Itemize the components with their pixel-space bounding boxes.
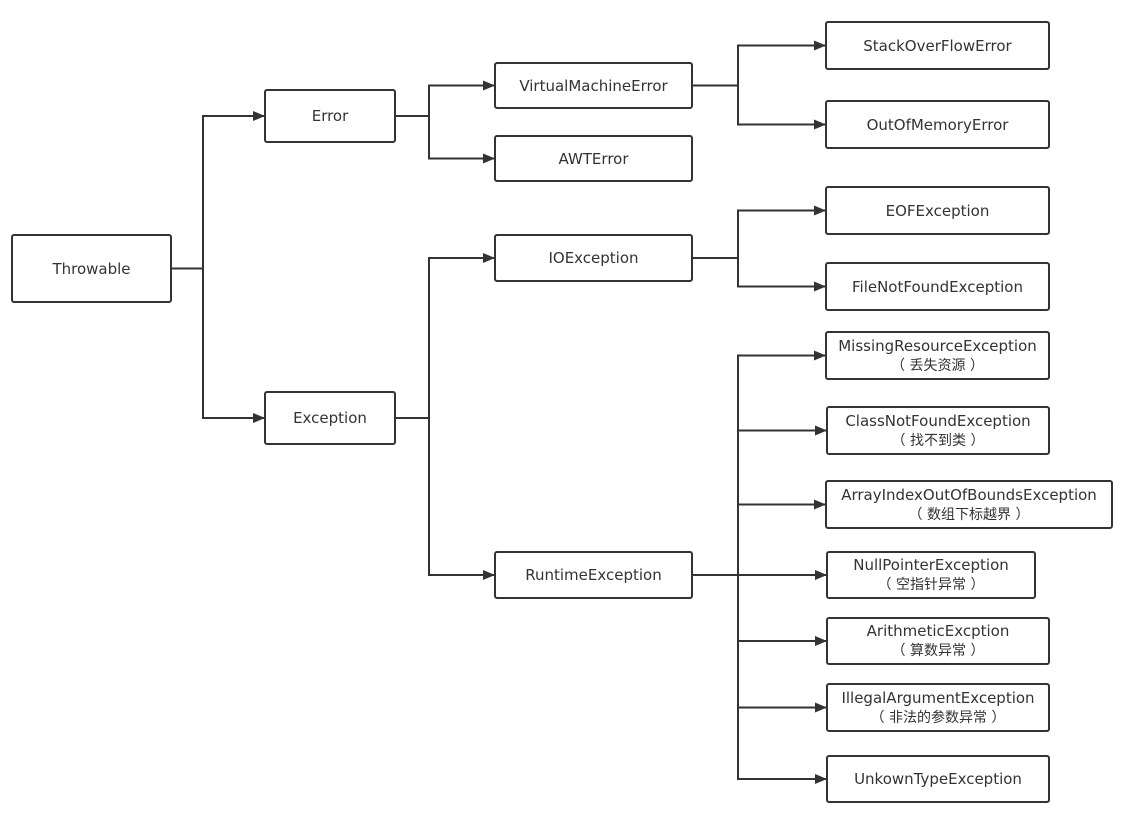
node-array-index-out-of-bounds-exception: ArrayIndexOutOfBoundsException （ 数组下标越界 … bbox=[825, 480, 1113, 529]
node-error: Error bbox=[264, 89, 396, 143]
connector-arrow bbox=[396, 417, 495, 580]
node-stack-overflow-error: StackOverFlowError bbox=[825, 21, 1050, 70]
node-exception: Exception bbox=[264, 391, 396, 445]
connector-arrow bbox=[172, 267, 265, 423]
connector-arrow bbox=[693, 574, 827, 784]
connector-arrow bbox=[693, 425, 827, 576]
node-missing-resource-exception: MissingResourceException （ 丢失资源 ） bbox=[825, 331, 1050, 380]
node-label: RuntimeException bbox=[525, 566, 662, 584]
node-runtime-exception: RuntimeException bbox=[494, 551, 693, 599]
node-note: （ 数组下标越界 ） bbox=[908, 506, 1030, 523]
node-label: IOException bbox=[548, 249, 639, 267]
node-label: ArrayIndexOutOfBoundsException bbox=[841, 485, 1097, 504]
connector-arrow bbox=[693, 84, 826, 130]
node-virtual-machine-error: VirtualMachineError bbox=[494, 62, 693, 109]
connector-arrow bbox=[693, 350, 826, 576]
node-label: Throwable bbox=[52, 259, 131, 278]
node-null-pointer-exception: NullPointerException （ 空指针异常 ） bbox=[826, 551, 1036, 599]
node-label: VirtualMachineError bbox=[519, 76, 668, 95]
node-label: UnkownTypeException bbox=[854, 770, 1022, 788]
connector-arrow bbox=[396, 115, 495, 164]
node-note: （ 找不到类 ） bbox=[891, 432, 985, 449]
node-throwable: Throwable bbox=[11, 234, 172, 303]
node-note: （ 丢失资源 ） bbox=[891, 357, 984, 374]
node-label: StackOverFlowError bbox=[863, 36, 1012, 55]
node-awt-error: AWTError bbox=[494, 135, 693, 182]
node-label: Error bbox=[311, 107, 349, 125]
node-illegal-argument-exception: IllegalArgumentException （ 非法的参数异常 ） bbox=[826, 683, 1050, 732]
node-label: EOFException bbox=[885, 201, 990, 220]
node-file-not-found-exception: FileNotFoundException bbox=[825, 262, 1050, 311]
connector-arrow bbox=[396, 253, 495, 419]
node-note: （ 非法的参数异常 ） bbox=[870, 709, 1006, 726]
node-arithmetic-excption: ArithmeticExcption （ 算数异常 ） bbox=[826, 617, 1050, 665]
node-label: ArithmeticExcption bbox=[866, 622, 1010, 640]
node-label: IllegalArgumentException bbox=[841, 688, 1035, 707]
node-label: FileNotFoundException bbox=[851, 277, 1023, 296]
node-io-exception: IOException bbox=[494, 234, 693, 282]
connector-arrow bbox=[396, 80, 495, 117]
connector-arrow bbox=[693, 40, 826, 87]
connector-arrow bbox=[693, 499, 826, 576]
node-label: OutOfMemoryError bbox=[866, 115, 1009, 134]
connector-arrow bbox=[172, 111, 265, 270]
node-eof-exception: EOFException bbox=[825, 186, 1050, 235]
connector-arrow bbox=[693, 205, 826, 259]
node-note: （ 算数异常 ） bbox=[891, 643, 985, 659]
connector-arrow bbox=[693, 257, 826, 292]
node-label: NullPointerException bbox=[853, 556, 1009, 574]
node-label: Exception bbox=[293, 409, 367, 427]
node-label: MissingResourceException bbox=[838, 336, 1037, 355]
node-label: AWTError bbox=[558, 149, 629, 168]
connector-arrow bbox=[693, 574, 827, 646]
node-unkown-type-exception: UnkownTypeException bbox=[826, 755, 1050, 803]
node-note: （ 空指针异常 ） bbox=[877, 577, 985, 593]
node-class-not-found-exception: ClassNotFoundException （ 找不到类 ） bbox=[826, 406, 1050, 455]
node-label: ClassNotFoundException bbox=[845, 411, 1031, 430]
node-out-of-memory-error: OutOfMemoryError bbox=[825, 100, 1050, 149]
